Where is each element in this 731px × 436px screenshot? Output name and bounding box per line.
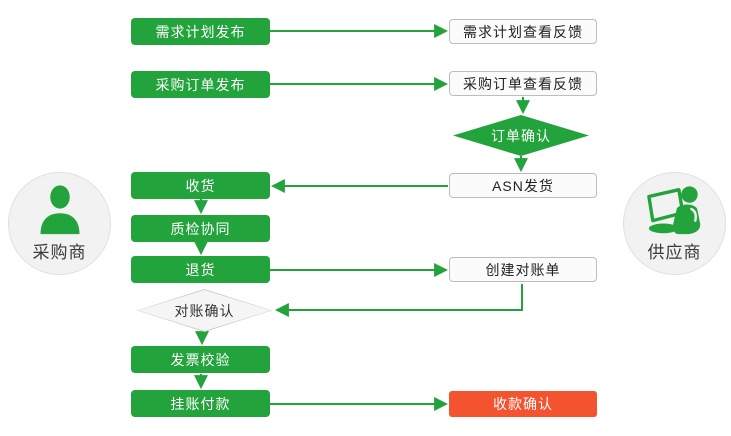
actor-buyer-label: 采购商 bbox=[32, 243, 87, 262]
arrow-statement-to-reconcile bbox=[274, 284, 523, 317]
actor-supplier: 供应商 bbox=[623, 172, 726, 275]
node-qc-collaboration: 质检协同 bbox=[131, 215, 270, 242]
node-create-statement: 创建对账单 bbox=[449, 257, 597, 282]
node-asn-shipment: ASN发货 bbox=[449, 173, 597, 198]
node-invoice-check: 发票校验 bbox=[131, 346, 270, 373]
node-reconcile-confirm-decision: 对账确认 bbox=[137, 289, 272, 332]
node-demand-plan-publish: 需求计划发布 bbox=[131, 18, 270, 45]
node-book-payment: 挂账付款 bbox=[131, 390, 270, 417]
node-return-goods: 退货 bbox=[131, 256, 270, 283]
node-order-confirm-decision: 订单确认 bbox=[453, 115, 589, 156]
node-po-view-feedback: 采购订单查看反馈 bbox=[449, 71, 597, 96]
supplier-laptop-icon bbox=[646, 186, 700, 235]
buyer-person-icon bbox=[40, 185, 79, 235]
node-po-publish: 采购订单发布 bbox=[131, 71, 270, 98]
node-receipt-confirm: 收款确认 bbox=[449, 391, 597, 417]
actor-supplier-label: 供应商 bbox=[647, 243, 702, 262]
diamond-label: 对账确认 bbox=[174, 302, 235, 319]
node-demand-plan-view-feedback: 需求计划查看反馈 bbox=[449, 19, 597, 44]
actor-buyer: 采购商 bbox=[8, 172, 111, 275]
diamond-label: 订单确认 bbox=[491, 127, 551, 144]
node-receive-goods: 收货 bbox=[131, 172, 270, 199]
